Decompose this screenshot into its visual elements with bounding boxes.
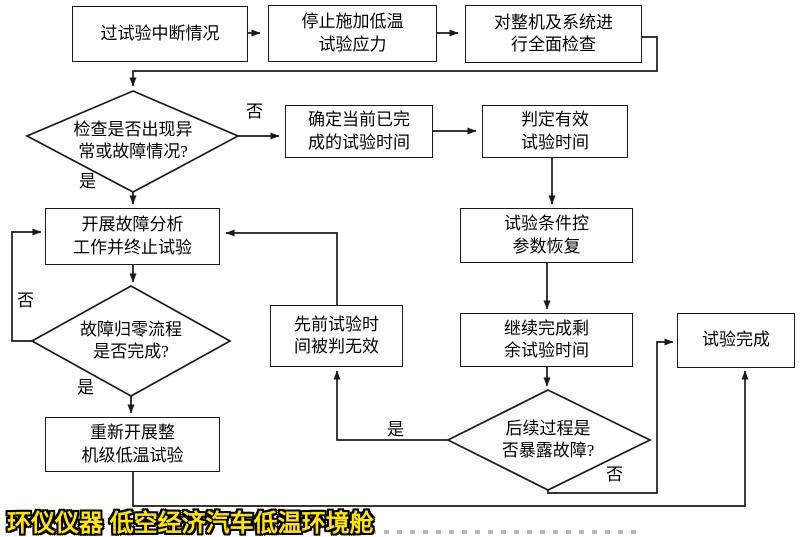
node-judge-valid: 判定有效 试验时间 [482,105,628,158]
node-start: 过试验中断情况 [72,6,248,62]
node-stop-stress: 停止施加低温 试验应力 [268,5,437,62]
decision-zero-process-shape [30,285,232,397]
edge-expose-yes-to-invalid [333,370,448,441]
clipped-caption-fragment [345,530,641,534]
node-invalid-time: 先前试验时 间被判无效 [270,305,403,367]
branch-label-check-yes: 是 [79,172,96,191]
edge-invalid-to-analysis [225,229,338,305]
node-continue-remaining: 继续完成剩 余试验时间 [460,313,633,367]
node-redo-test: 重新开展整 机级低温试验 [45,417,220,472]
edge-inspect-to-check [129,36,658,87]
branch-label-zero-no: 否 [17,291,34,310]
node-complete: 试验完成 [677,313,795,368]
decision-expose-fault-shape [446,389,652,491]
branch-label-expose-no: 否 [606,465,623,484]
edge-zero-no-to-analysis [11,228,42,342]
node-full-inspect: 对整机及系统进 行全面检查 [465,5,642,63]
node-fault-analysis: 开展故障分析 工作并终止试验 [45,208,220,265]
node-confirm-time: 确定当前已完 成的试验时间 [285,105,433,158]
decision-check-fault-shape [25,90,240,193]
edge-expose-no-to-complete [547,338,674,494]
watermark-text: 环仪仪器 低空经济汽车低温环境舱 [7,510,374,537]
branch-label-check-no: 否 [246,102,263,121]
branch-label-zero-yes: 是 [77,378,94,397]
node-recover-params: 试验条件控 参数恢复 [460,208,633,263]
edge-redo-to-complete [132,370,749,507]
branch-label-expose-yes: 是 [387,420,404,439]
